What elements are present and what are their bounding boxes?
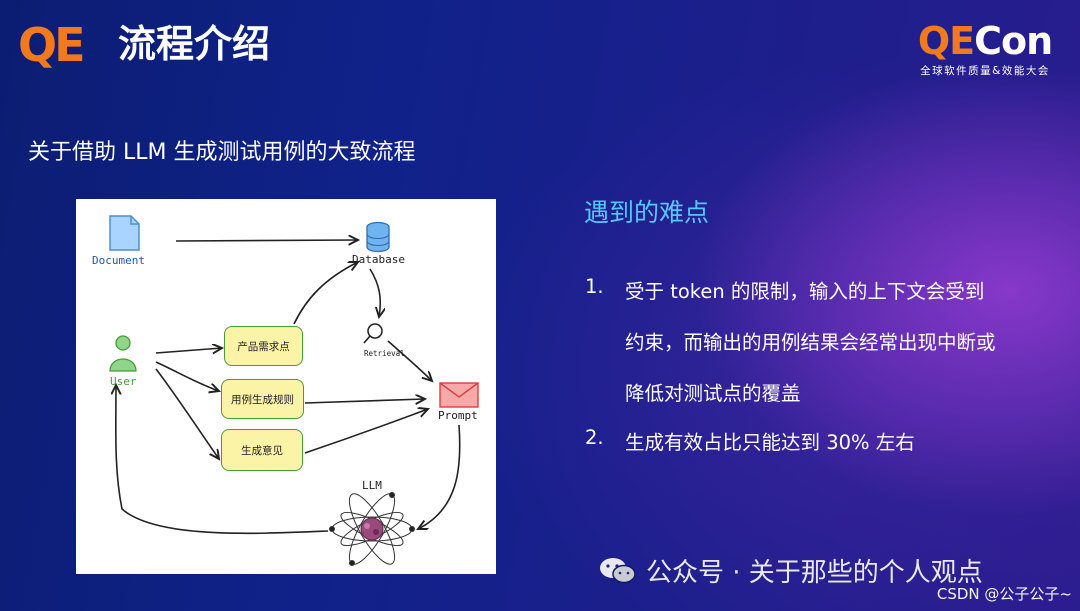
issue-text-line: 生成有效占比只能达到 30% 左右	[625, 431, 915, 454]
prompt-label: Prompt	[438, 409, 478, 422]
qecon-logo: QECon 全球软件质量&效能大会	[910, 22, 1060, 78]
issue-number: 1.	[585, 275, 604, 298]
issue-text-line: 约束，而输出的用例结果会经常出现中断或	[625, 331, 996, 354]
document-label: Document	[92, 254, 145, 267]
user-icon	[109, 335, 137, 372]
brand-name-qe: QE	[917, 19, 975, 63]
retrieval-label: Retrieval	[364, 349, 405, 358]
database-label: Database	[352, 253, 405, 266]
diagram-canvas	[109, 215, 479, 566]
footer-credit: CSDN @公子公子~	[936, 585, 1072, 603]
box-feedback: 生成意见	[221, 429, 303, 471]
brand-name: QECon	[910, 22, 1060, 60]
llm-label: LLM	[362, 479, 382, 492]
wechat-watermark: 公众号 · 关于那些的个人观点	[598, 552, 983, 589]
issues-heading: 遇到的难点	[584, 198, 710, 227]
watermark-text: 公众号 · 关于那些的个人观点	[646, 558, 983, 588]
database-icon	[366, 221, 390, 253]
brand-subtitle: 全球软件质量&效能大会	[920, 65, 1050, 77]
user-label: User	[110, 375, 137, 388]
magnifier-icon	[363, 323, 383, 344]
page-title: 流程介绍	[118, 22, 271, 66]
wechat-icon	[598, 556, 638, 586]
issue-text-line: 降低对测试点的覆盖	[625, 382, 801, 405]
flow-diagram: Document Database User Retrieval Prompt …	[76, 199, 496, 574]
brand-name-con: Con	[974, 19, 1053, 63]
issue-number: 2.	[585, 426, 604, 449]
slide-subtitle: 关于借助 LLM 生成测试用例的大致流程	[28, 140, 416, 165]
atom-icon	[329, 492, 415, 566]
box-requirements: 产品需求点	[224, 326, 303, 366]
flow-arrows	[116, 240, 461, 535]
issue-text-line: 受于 token 的限制，输入的上下文会受到	[625, 280, 985, 303]
envelope-icon	[439, 382, 479, 408]
qe-logo: QE	[18, 18, 86, 72]
box-generation-rules: 用例生成规则	[221, 379, 304, 419]
document-icon	[109, 215, 140, 251]
